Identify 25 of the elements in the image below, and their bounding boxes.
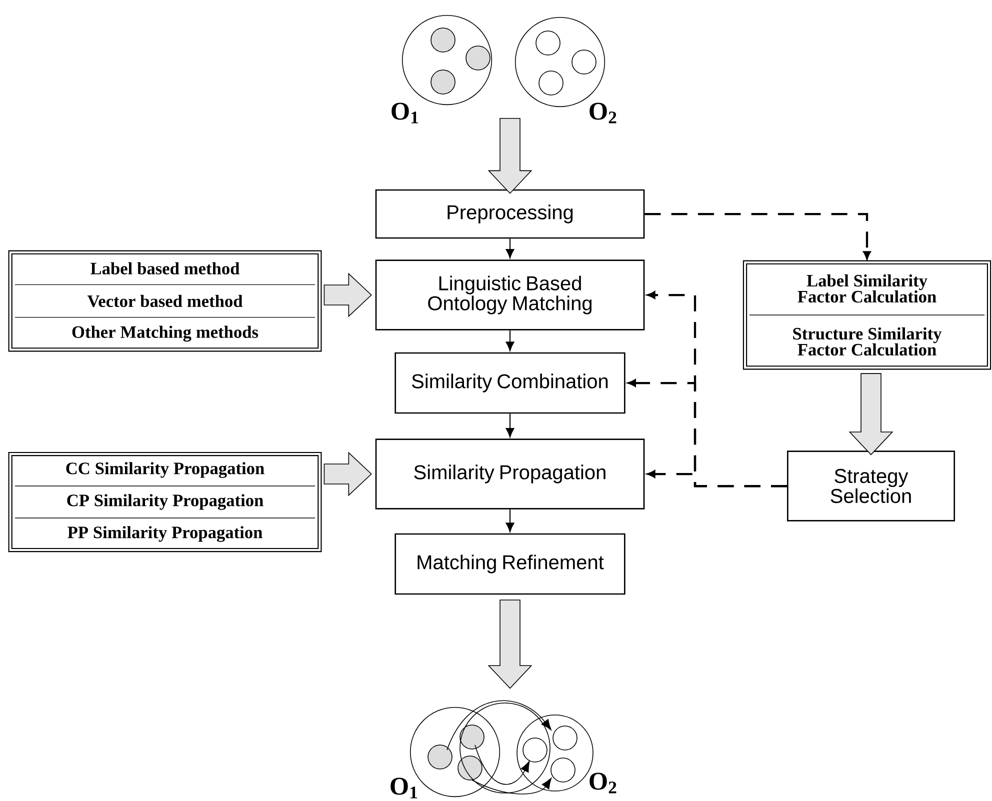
process-box: Preprocessing (375, 189, 645, 239)
arrow (506, 509, 514, 532)
dashed-arrow (644, 212, 871, 260)
block-arrow (324, 452, 372, 496)
ontology-label: O$_{1}$ (392, 102, 418, 124)
block-arrow (488, 118, 532, 194)
process-box: Linguistic Based Ontology Matching (375, 260, 645, 330)
process-box: Similarity Propagation (375, 438, 645, 510)
ontology-label: O$_{1}$ (390, 778, 418, 798)
process-box: Strategy Selection (787, 450, 956, 522)
method-table: Label based method Vector based method Other Matching methods (8, 250, 322, 352)
dashed-arrow (647, 470, 787, 488)
block-arrow (324, 272, 372, 318)
ontology-label: O$_{2}$ (590, 102, 616, 124)
process-box: Matching Refinement (394, 533, 626, 595)
block-arrow (488, 600, 532, 689)
method-table: Label Similarity Factor Calculation Structure Similarity Factor Calculation (742, 260, 992, 370)
arrow (506, 238, 514, 258)
ontology-label: O$_{2}$ (590, 772, 616, 794)
method-table: CC Similarity Propagation CP Similarity Propagation PP Similarity Propagation (8, 452, 322, 552)
process-box: Similarity Combination (394, 352, 626, 414)
block-arrow (848, 373, 894, 456)
ontology-circle (410, 706, 500, 798)
arrow (506, 330, 514, 351)
arrow (506, 414, 514, 438)
